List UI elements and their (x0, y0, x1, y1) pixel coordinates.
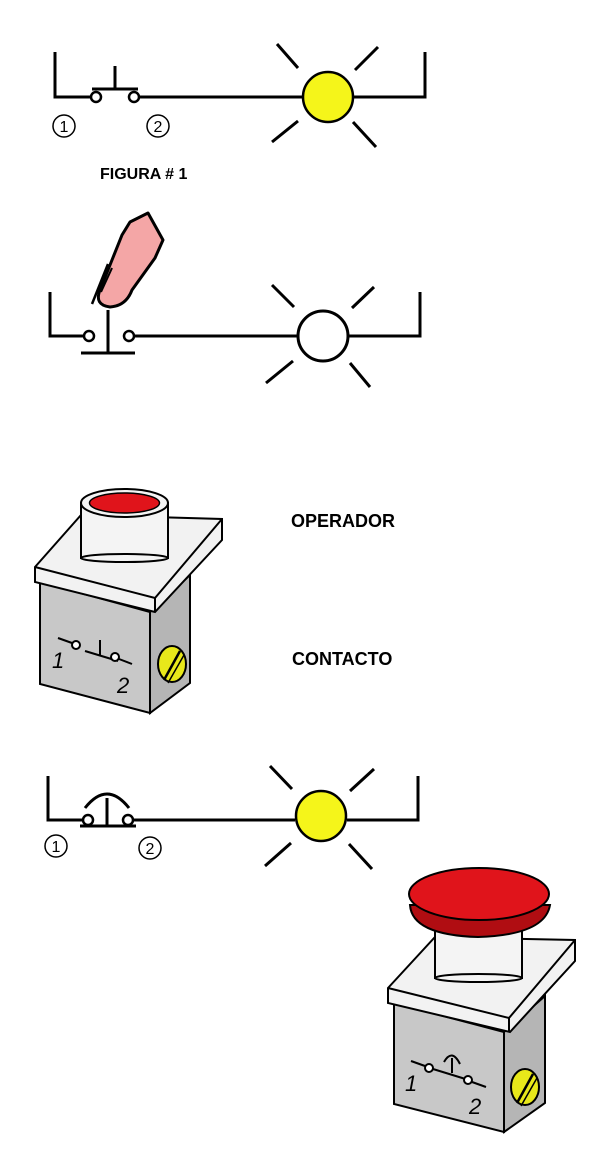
screw-slot (520, 1077, 538, 1107)
figure-2-wire (48, 292, 84, 338)
switch-contact-left (82, 329, 96, 343)
figure-1-label: FIGURA # 1 (100, 166, 188, 183)
contact-terminal-2: 2 (116, 673, 129, 698)
terminal-2-number: 2 (154, 119, 163, 136)
switch-contact-left (81, 813, 95, 827)
terminal-1-number: 1 (52, 839, 61, 856)
figure-1-circuit: 1 2 FIGURA # 1 (52, 43, 427, 183)
terminal-2-circle (138, 836, 162, 860)
switch-contact-right (122, 329, 136, 343)
lamp-rays (265, 283, 376, 388)
contact-symbol (410, 1054, 487, 1088)
contact-terminal-1: 1 (405, 1071, 417, 1096)
terminal-1-circle (52, 114, 76, 138)
lamp-rays (264, 764, 376, 871)
figure-4-wire (46, 776, 83, 822)
red-button-cap (88, 492, 161, 514)
figure-4-circuit: 1 2 (44, 764, 420, 871)
figure-1-wire (53, 52, 92, 99)
switch-contact-right (127, 90, 141, 104)
contact-terminal-2: 2 (468, 1094, 481, 1119)
contact-symbol (57, 637, 133, 665)
screw-slot (167, 654, 185, 684)
terminal-2-circle (146, 114, 170, 138)
figure-4-wire (347, 776, 420, 822)
figure-1-wire (354, 52, 427, 99)
contact-terminal-1: 1 (52, 648, 64, 673)
finger-tip-highlight (90, 263, 110, 305)
figure-5-mushroom-block: 1 2 (387, 867, 576, 1134)
operator-label: OPERADOR (291, 511, 395, 531)
red-mushroom-cap (408, 867, 550, 921)
lamp-off (296, 309, 350, 363)
finger-nail (100, 267, 113, 293)
finger-icon (96, 211, 165, 309)
terminal-1-circle (44, 834, 68, 858)
lamp-on (294, 789, 348, 843)
screw-slot (515, 1073, 535, 1104)
figure-2-circuit (48, 211, 422, 388)
button-cylinder-bottom (434, 973, 523, 983)
screw-slot (162, 650, 182, 681)
figure-3-pushbutton-block: 1 2 OPERADOR CONTACTO (34, 488, 395, 715)
switch-contact-left (89, 90, 103, 104)
switch-mushroom-head (83, 792, 131, 809)
contact-label: CONTACTO (292, 649, 392, 669)
terminal-1-number: 1 (60, 119, 69, 136)
figure-2-wire (349, 292, 422, 338)
lamp-on (301, 70, 355, 124)
button-cylinder-bottom (80, 553, 169, 563)
lamp-rays (271, 43, 380, 149)
switch-contact-right (121, 813, 135, 827)
terminal-2-number: 2 (146, 841, 155, 858)
